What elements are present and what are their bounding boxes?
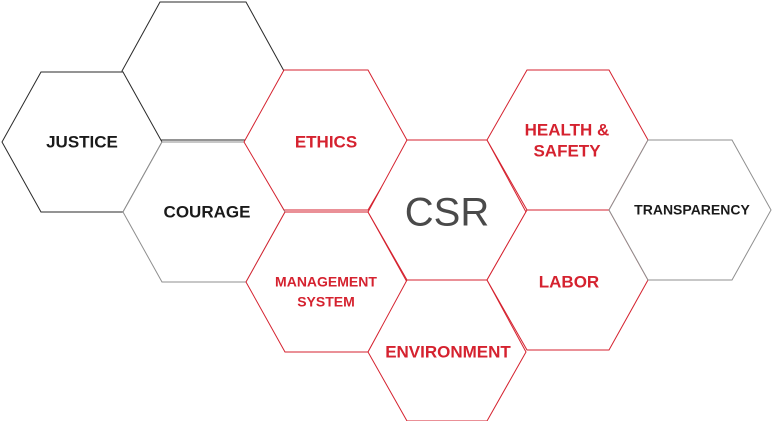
label-labor: LABOR xyxy=(539,272,599,291)
label-ethics: ETHICS xyxy=(295,132,357,151)
label-transparency: TRANSPARENCY xyxy=(634,202,750,218)
label-health-safety-line2: SAFETY xyxy=(533,141,601,160)
hexagon-environment xyxy=(367,279,527,421)
label-justice: JUSTICE xyxy=(46,132,118,151)
label-csr: CSR xyxy=(405,191,489,235)
label-health-safety-line1: HEALTH & xyxy=(525,120,610,139)
label-management-system-line1: MANAGEMENT xyxy=(275,274,377,290)
hexagon-transparency xyxy=(608,139,772,281)
label-management-system-line2: SYSTEM xyxy=(297,294,355,310)
label-courage: COURAGE xyxy=(164,202,251,221)
label-environment: ENVIRONMENT xyxy=(385,342,511,361)
